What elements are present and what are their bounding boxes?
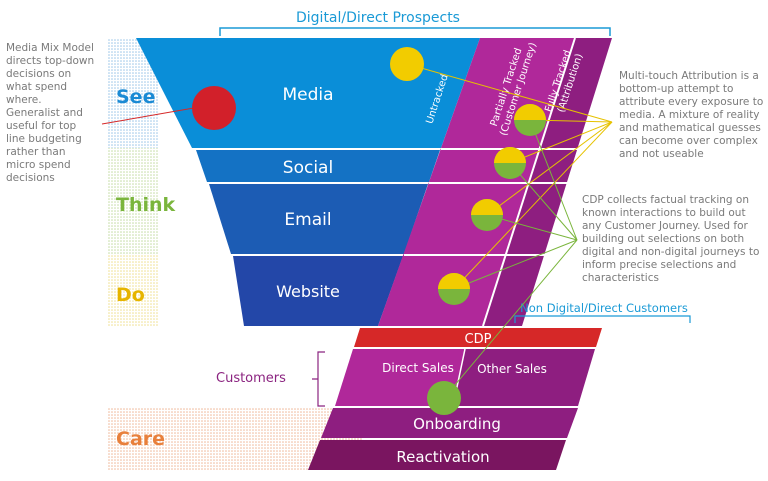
customer-marker bbox=[427, 381, 461, 415]
onboarding-label: Onboarding bbox=[413, 415, 501, 433]
header-bracket bbox=[219, 27, 611, 36]
reactivation-block bbox=[308, 440, 566, 470]
onboarding-block bbox=[321, 408, 578, 438]
funnel-email-label: Email bbox=[284, 210, 331, 230]
funnel-website bbox=[233, 256, 403, 326]
customers-label: Customers bbox=[216, 371, 286, 386]
reactivation-label: Reactivation bbox=[396, 448, 489, 466]
funnel-social-label: Social bbox=[283, 158, 333, 178]
direct-sales-label: Direct Sales bbox=[382, 361, 454, 375]
non-digital-title: Non Digital/Direct Customers bbox=[520, 301, 688, 315]
stage-see-label: See bbox=[116, 86, 155, 108]
customers-bracket bbox=[312, 351, 325, 407]
cdp-label: CDP bbox=[465, 332, 492, 347]
media-mix-marker bbox=[192, 86, 236, 130]
untracked-marker bbox=[390, 47, 424, 81]
touchpoint-marker-social bbox=[494, 147, 526, 179]
funnel-media-label: Media bbox=[282, 85, 333, 105]
cdp-bar bbox=[354, 328, 602, 347]
touchpoint-marker-website bbox=[438, 273, 470, 305]
stage-think-label: Think bbox=[116, 194, 176, 216]
do-stage-background bbox=[108, 254, 158, 326]
stage-care-label: Care bbox=[116, 428, 165, 450]
cdp-note: CDP collects factual tracking on known i… bbox=[582, 194, 760, 284]
header-title: Digital/Direct Prospects bbox=[296, 10, 460, 26]
non-digital-bracket bbox=[514, 315, 691, 323]
column-divider bbox=[482, 37, 576, 327]
multi-touch-attribution-note: Multi-touch Attribution is a bottom-up a… bbox=[619, 70, 764, 160]
funnel-website-label: Website bbox=[276, 282, 340, 301]
funnel-email bbox=[209, 184, 428, 254]
stage-do-label: Do bbox=[116, 284, 145, 306]
media-mix-note: Media Mix Model directs top-down decisio… bbox=[6, 42, 95, 184]
other-sales-label: Other Sales bbox=[477, 362, 547, 376]
other-sales-block bbox=[453, 349, 595, 406]
touchpoint-marker-email bbox=[471, 199, 503, 231]
cdp-connector-lines bbox=[443, 119, 578, 399]
think-stage-background bbox=[108, 148, 158, 254]
touchpoint-marker-media bbox=[514, 104, 546, 136]
funnel-social bbox=[196, 150, 440, 182]
